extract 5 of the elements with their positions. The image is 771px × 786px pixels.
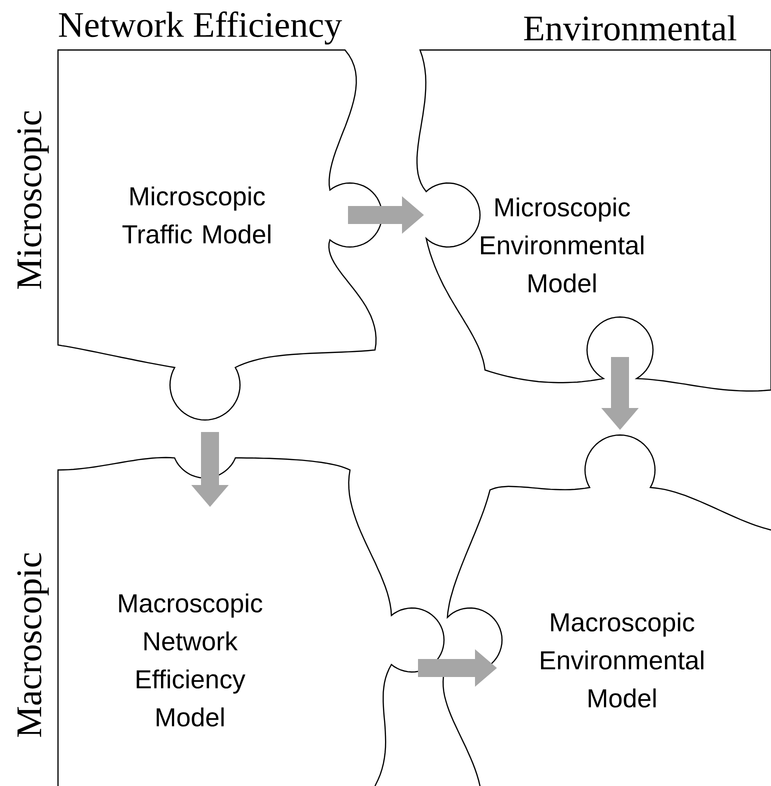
- puzzle-piece: Macroscopic Network Efficiency Model: [57, 456, 445, 786]
- column-heading: Network Efficiency: [58, 11, 342, 45]
- puzzle-piece: Microscopic Environmental Model: [416, 49, 771, 392]
- puzzle-piece: Microscopic Traffic Model: [57, 49, 383, 421]
- puzzle-piece: Macroscopic Environmental Model: [442, 434, 771, 786]
